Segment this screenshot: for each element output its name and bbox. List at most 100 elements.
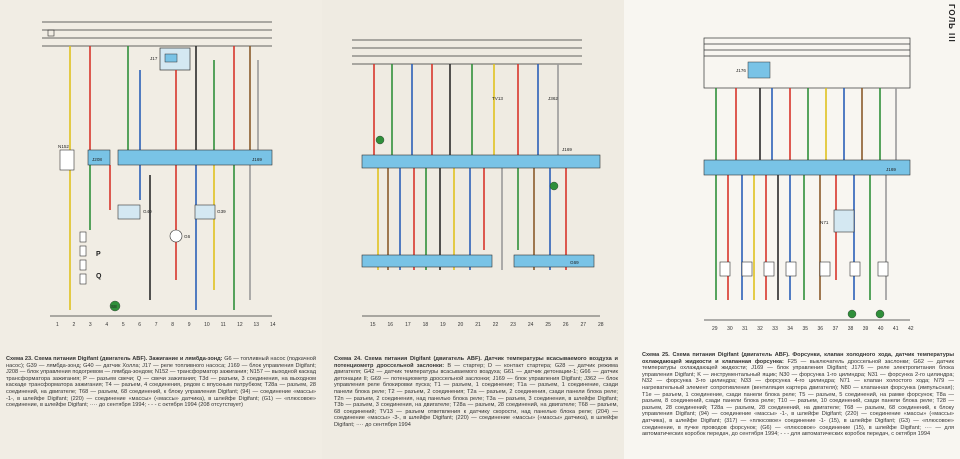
- wires-23: [69, 46, 259, 310]
- wiring-diagram-25: J176 J169: [703, 37, 914, 332]
- power-rails: [42, 21, 272, 47]
- terminal-number: 28: [598, 322, 604, 328]
- terminal-number: 5: [122, 322, 125, 328]
- terminal-number: 39: [863, 326, 869, 332]
- diagram-page-23: J17 J169 J208: [0, 0, 322, 459]
- terminal-number: 22: [493, 322, 499, 328]
- relay-panel: [703, 37, 911, 89]
- caption-title: Схема 24. Схема питания Digifant (двигат…: [334, 356, 618, 369]
- terminal-number: 32: [757, 326, 763, 332]
- svg-text:N152: N152: [58, 144, 69, 149]
- terminal-number: 14: [270, 322, 276, 328]
- terminal-number: 30: [727, 326, 733, 332]
- power-rails: [704, 43, 910, 57]
- terminal-number: 8: [171, 322, 174, 328]
- wiring-diagram-23: J17 J169 J208: [42, 21, 276, 328]
- terminal-number: 21: [475, 322, 481, 328]
- terminal-number: 24: [528, 322, 534, 328]
- terminal-number: 31: [742, 326, 748, 332]
- terminal-number: 38: [848, 326, 854, 332]
- svg-text:J169: J169: [886, 167, 896, 172]
- caption-body: G6 — топливный насос (подкачной насос); …: [6, 356, 316, 409]
- terminal-number: 20: [458, 322, 464, 328]
- caption-title: Схема 25. Схема питания Digifant (двигат…: [642, 352, 954, 365]
- transformer-n152: [59, 149, 75, 171]
- terminal-number: 7: [155, 322, 158, 328]
- caption-25: Схема 25. Схема питания Digifant (двигат…: [642, 352, 954, 456]
- svg-text:S8: S8: [111, 304, 117, 309]
- svg-text:G6: G6: [184, 234, 191, 239]
- sensor-block-g69: [513, 254, 595, 268]
- relay-j176: [747, 61, 771, 79]
- terminal-number: 34: [787, 326, 793, 332]
- svg-text:G40: G40: [143, 209, 152, 214]
- caption-24: Схема 24. Схема питания Digifant (двигат…: [334, 356, 618, 456]
- fuel-pump-g6: [169, 229, 183, 243]
- terminal-number: 40: [878, 326, 884, 332]
- wires-24: [373, 64, 567, 270]
- control-unit-j169: [703, 159, 911, 176]
- control-unit-j169: [117, 149, 273, 166]
- idle-valve-n71: [833, 209, 855, 233]
- terminal-number: 16: [388, 322, 394, 328]
- diagram-page-24: J169 G69 TV13 J362 15 16 17 18 19 20 21 22 23 24 2…: [322, 0, 624, 459]
- control-unit-j169: [361, 154, 601, 169]
- spark-plugs: [79, 231, 87, 285]
- terminal-number: 19: [440, 322, 446, 328]
- terminal-number: 9: [188, 322, 191, 328]
- terminal-number: 15: [370, 322, 376, 328]
- svg-text:J169: J169: [562, 147, 572, 152]
- terminal-number: 17: [405, 322, 411, 328]
- svg-text:TV13: TV13: [492, 96, 503, 101]
- ground-node: [875, 309, 885, 319]
- svg-text:N71: N71: [820, 220, 829, 225]
- caption-body: B — стартер; D — контакт стартера; G28 —…: [334, 362, 618, 428]
- terminal-number: 35: [802, 326, 808, 332]
- terminal-number: 33: [772, 326, 778, 332]
- terminal-number: 25: [545, 322, 551, 328]
- terminal-number: 4: [105, 322, 108, 328]
- terminal-number: 2: [72, 322, 75, 328]
- terminal-number: 36: [818, 326, 824, 332]
- wires-25: [715, 88, 897, 300]
- terminal-number: 11: [221, 322, 226, 328]
- terminal-number: 3: [89, 322, 92, 328]
- terminal-number: 18: [423, 322, 429, 328]
- ground-node: [109, 300, 121, 312]
- wiring-diagram-24: J169 G69 TV13 J362 15 16 17 18 19 20 21 22 23 24 2…: [352, 39, 604, 328]
- running-title: ГОЛЬ III: [947, 4, 956, 43]
- terminal-number: 10: [204, 322, 210, 328]
- svg-text:J17: J17: [150, 56, 158, 61]
- control-unit-j208: [87, 149, 111, 166]
- svg-text:G69: G69: [570, 260, 579, 265]
- terminal-number: 26: [563, 322, 569, 328]
- terminal-number: 37: [833, 326, 839, 332]
- terminal-number: 1: [56, 322, 59, 328]
- ground-node: [847, 309, 857, 319]
- svg-text:J362: J362: [548, 96, 558, 101]
- fuse-box: [47, 29, 55, 37]
- hall-sensor-g40: [117, 204, 141, 220]
- terminal-number: 42: [908, 326, 914, 332]
- injectors: [719, 261, 889, 277]
- ground-node-204: [549, 181, 559, 191]
- terminal-number: 12: [237, 322, 243, 328]
- diagram-page-25: ГОЛЬ III J176: [624, 0, 960, 459]
- ground-node-220: [375, 135, 385, 145]
- terminal-number: 23: [510, 322, 516, 328]
- terminal-number: 13: [254, 322, 260, 328]
- caption-23: Схема 23. Схема питания Digifant (двигат…: [6, 356, 316, 456]
- caption-title: Схема 23. Схема питания Digifant (двигат…: [6, 356, 223, 362]
- terminal-number: 29: [712, 326, 718, 332]
- svg-text:J208: J208: [92, 157, 102, 162]
- terminal-number: 27: [580, 322, 586, 328]
- terminal-number: 6: [138, 322, 141, 328]
- svg-text:J176: J176: [736, 68, 746, 73]
- power-rails: [352, 39, 582, 65]
- svg-text:G39: G39: [217, 209, 226, 214]
- svg-text:P: P: [96, 251, 101, 258]
- bus-numbers-24: 15 16 17 18 19 20 21 22 23 24 25 26 27 28: [370, 322, 604, 328]
- svg-text:J169: J169: [252, 157, 262, 162]
